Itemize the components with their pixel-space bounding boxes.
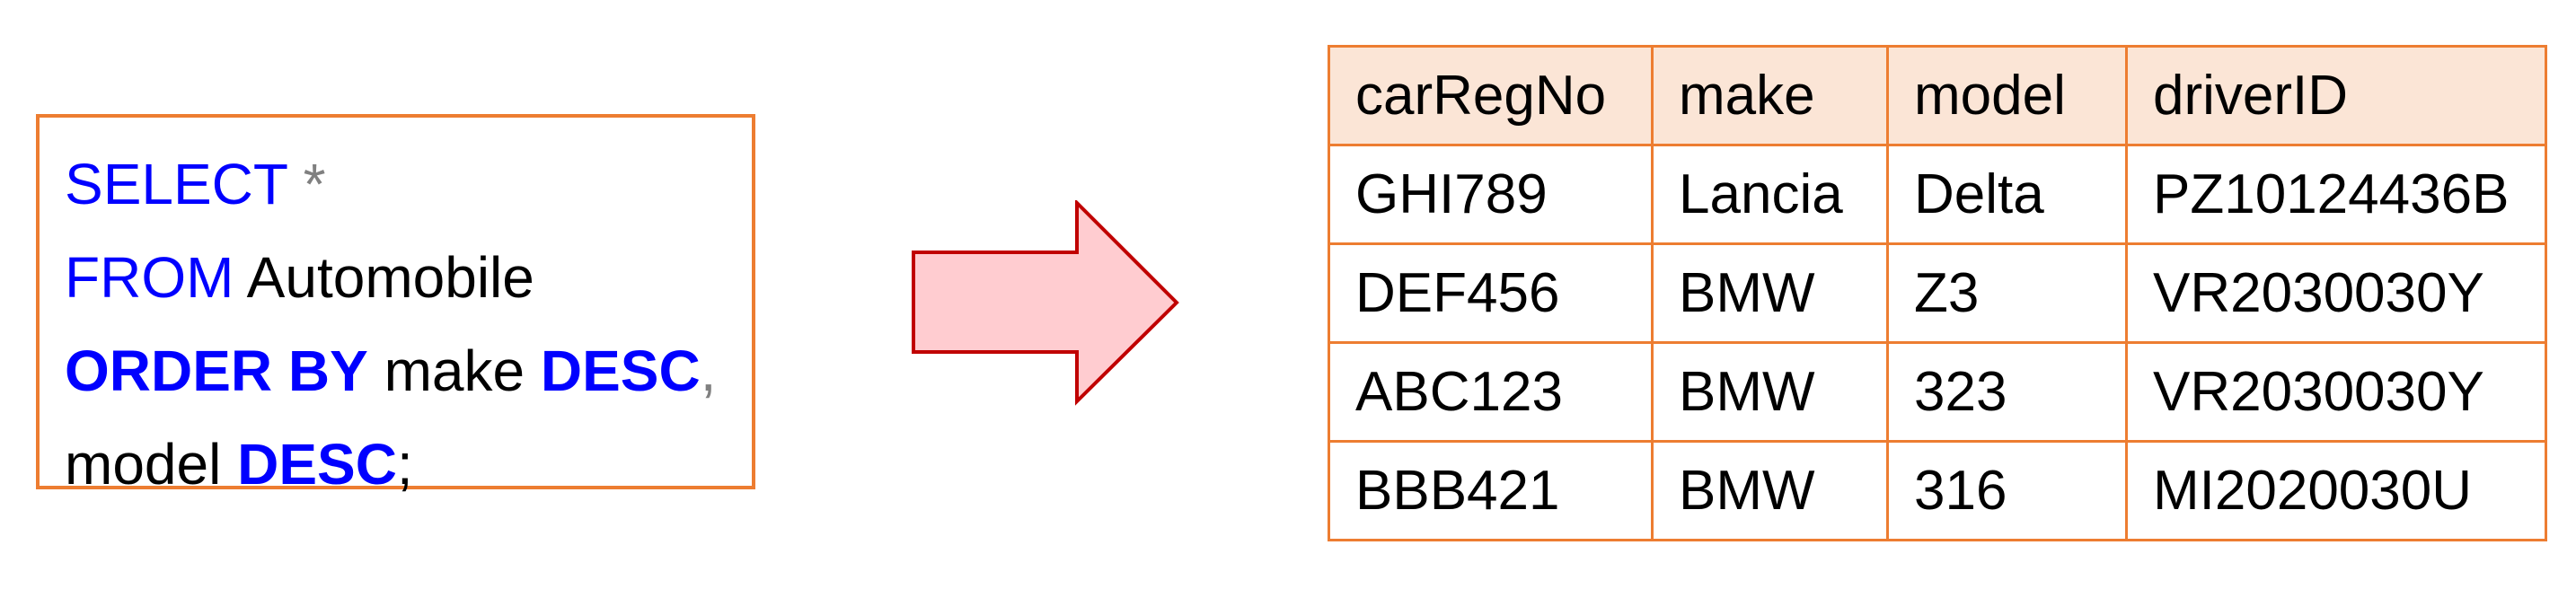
column-header-make: make [1651, 45, 1889, 146]
keyword-desc-model: DESC [237, 432, 397, 497]
right-arrow-icon [912, 200, 1179, 406]
keyword-order-by: ORDER BY [65, 339, 368, 403]
column-header-carregno: carRegNo [1328, 45, 1654, 146]
cell-model: 323 [1886, 341, 2128, 443]
sql-query-box: SELECT * FROM Automobile ORDER BY make D… [36, 114, 755, 497]
cell-model: Delta [1886, 144, 2128, 245]
sql-line-select: SELECT * [65, 137, 752, 231]
arrow-shape [912, 200, 1179, 406]
keyword-desc-make: DESC [540, 339, 701, 403]
cell-driverid: VR2030030Y [2125, 341, 2547, 443]
semicolon: ; [396, 432, 413, 497]
cell-carregno: ABC123 [1328, 341, 1654, 443]
cell-driverid: MI2020030U [2125, 440, 2547, 541]
cell-make: BMW [1651, 341, 1889, 443]
cell-make: BMW [1651, 242, 1889, 344]
header-row: carRegNo make model driverID [1328, 45, 2547, 146]
sql-line-order-by: ORDER BY make DESC, [65, 324, 752, 418]
order-column-make: make [384, 339, 525, 403]
table-row: BBB421 BMW 316 MI2020030U [1328, 440, 2547, 541]
cell-driverid: PZ10124436B [2125, 144, 2547, 245]
table-row: ABC123 BMW 323 VR2030030Y [1328, 341, 2547, 443]
keyword-select: SELECT [65, 152, 287, 216]
cell-carregno: BBB421 [1328, 440, 1654, 541]
cell-carregno: GHI789 [1328, 144, 1654, 245]
sql-line-model: model DESC; [65, 418, 752, 511]
order-column-model: model [65, 432, 222, 497]
column-header-model: model [1886, 45, 2128, 146]
cell-model: 316 [1886, 440, 2128, 541]
sql-line-from: FROM Automobile [65, 231, 752, 324]
cell-make: BMW [1651, 440, 1889, 541]
column-header-driverid: driverID [2125, 45, 2547, 146]
cell-carregno: DEF456 [1328, 242, 1654, 344]
result-table: carRegNo make model driverID GHI789 Lanc… [1328, 45, 2547, 541]
cell-make: Lancia [1651, 144, 1889, 245]
table-row: DEF456 BMW Z3 VR2030030Y [1328, 242, 2547, 344]
keyword-from: FROM [65, 245, 234, 310]
table-row: GHI789 Lancia Delta PZ10124436B [1328, 144, 2547, 245]
comma: , [700, 339, 717, 403]
cell-model: Z3 [1886, 242, 2128, 344]
table-name: Automobile [246, 245, 534, 310]
cell-driverid: VR2030030Y [2125, 242, 2547, 344]
select-star: * [303, 152, 326, 216]
